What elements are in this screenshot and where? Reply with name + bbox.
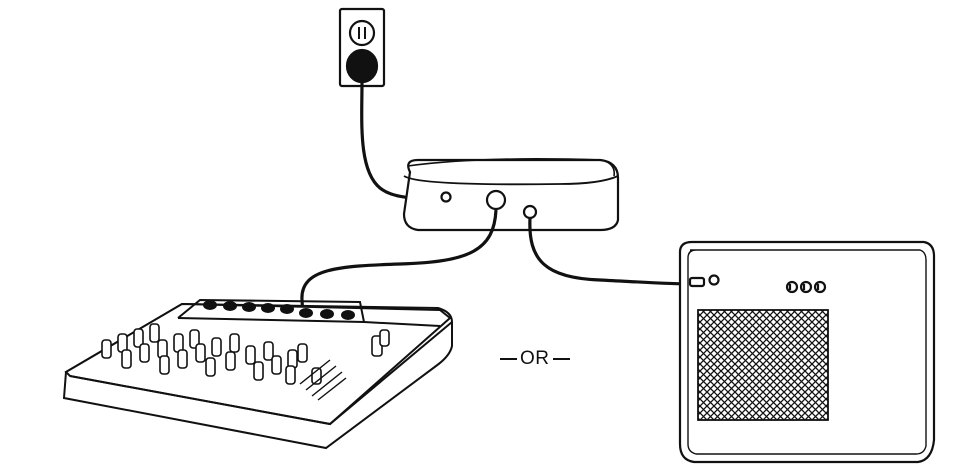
amp-knob: [813, 280, 827, 294]
amp-speaker-grille: [697, 309, 829, 421]
power-jack: [440, 191, 452, 203]
or-dash-right: [552, 358, 570, 360]
amp-knob: [785, 280, 799, 294]
or-dash-left: [500, 358, 517, 360]
instrument-output-jack: [522, 204, 538, 220]
mixer-faders: [299, 359, 347, 401]
amp-input-jack: [708, 274, 720, 286]
mixer-cable: [300, 209, 498, 317]
mixer-rear-knobs: [203, 300, 355, 320]
guitar-amp: [678, 240, 936, 464]
or-text: OR: [520, 348, 550, 369]
or-separator: OR: [500, 348, 570, 370]
mixer-channel-knobs: [101, 323, 390, 385]
power-box: [402, 158, 620, 232]
wall-outlet: [338, 7, 386, 88]
xlr-output-jack: [485, 189, 507, 211]
mixer: [62, 298, 453, 450]
amp-cable: [528, 217, 693, 286]
amp-knob: [799, 280, 813, 294]
